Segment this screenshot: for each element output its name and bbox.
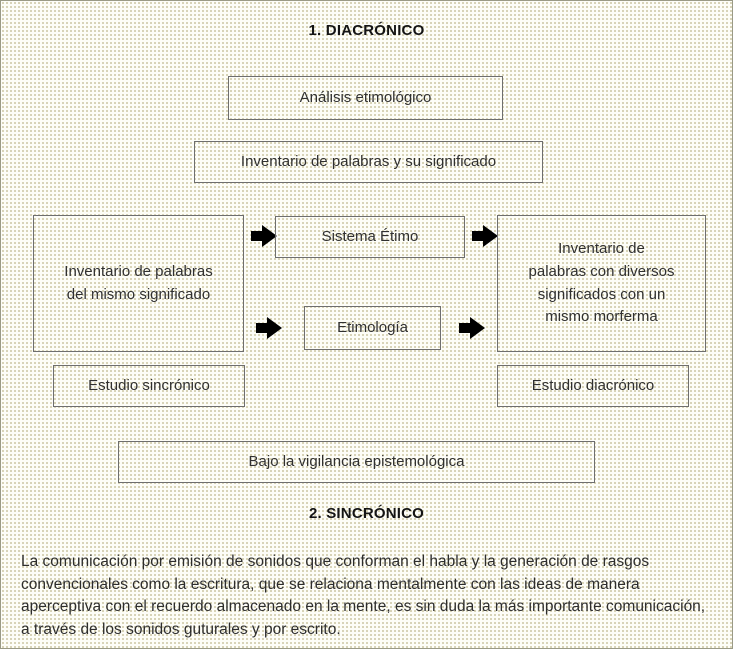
arrow-head — [483, 225, 498, 247]
heading-sincronico: 2. SINCRÓNICO — [308, 505, 425, 522]
arrow-sistema-etimo-to-inventario-diversos — [472, 225, 498, 247]
arrow-shaft — [251, 231, 264, 241]
box-estudio-sincronico[interactable]: Estudio sincrónico — [53, 365, 245, 407]
arrow-inventario-to-sistema-etimo — [251, 225, 277, 247]
box-inventario-diversos[interactable]: Inventario de palabras con diversos sign… — [497, 215, 706, 352]
arrow-shaft — [459, 323, 472, 333]
box-inventario-diversos-label: Inventario de palabras con diversos sign… — [528, 239, 675, 326]
box-sistema-etimo[interactable]: Sistema Étimo — [275, 216, 465, 258]
arrow-head — [470, 317, 485, 339]
arrow-shaft — [472, 231, 485, 241]
box-inventario-palabras-significado-label: Inventario de palabras y su significado — [240, 152, 497, 170]
box-inventario-palabras-significado[interactable]: Inventario de palabras y su significado — [194, 141, 543, 183]
closing-paragraph: La comunicación por emisión de sonidos q… — [21, 553, 706, 638]
box-bajo-vigilancia-epistemologica[interactable]: Bajo la vigilancia epistemológica — [118, 441, 595, 483]
heading-diacronico: 1. DIACRÓNICO — [308, 22, 425, 39]
arrow-head — [267, 317, 282, 339]
box-analisis-etimologico-label: Análisis etimológico — [299, 88, 432, 106]
arrow-head — [262, 225, 277, 247]
box-etimologia-label: Etimología — [337, 318, 408, 336]
box-etimologia[interactable]: Etimología — [304, 306, 441, 350]
box-bajo-vigilancia-epistemologica-label: Bajo la vigilancia epistemológica — [248, 452, 465, 470]
arrow-etimologia-to-inventario-diversos — [459, 317, 485, 339]
box-analisis-etimologico[interactable]: Análisis etimológico — [228, 76, 503, 120]
box-estudio-diacronico[interactable]: Estudio diacrónico — [497, 365, 689, 407]
box-estudio-sincronico-label: Estudio sincrónico — [88, 376, 210, 394]
box-estudio-diacronico-label: Estudio diacrónico — [531, 376, 655, 394]
arrow-inventario-to-etimologia — [256, 317, 282, 339]
box-inventario-mismo-significado[interactable]: Inventario de palabras del mismo signifi… — [33, 215, 244, 352]
box-sistema-etimo-label: Sistema Étimo — [321, 227, 419, 245]
arrow-shaft — [256, 323, 269, 333]
box-inventario-mismo-significado-label: Inventario de palabras del mismo signifi… — [64, 262, 213, 303]
